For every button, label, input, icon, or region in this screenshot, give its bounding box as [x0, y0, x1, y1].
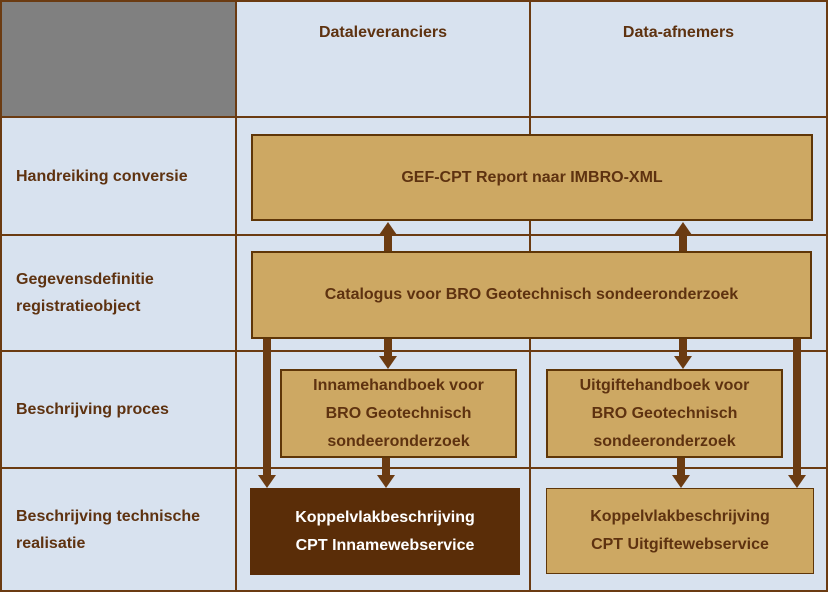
- arrow-down-long-catalogus-to-koppelvlak-uitgifte: [788, 339, 806, 488]
- row-label-line: realisatie: [16, 534, 86, 552]
- box-label-line: sondeeronderzoek: [327, 432, 470, 450]
- row-label-line: registratieobject: [16, 298, 141, 315]
- box-label-line: Koppelvlakbeschrijving: [590, 508, 770, 525]
- grid-line-vertical-1: [235, 2, 237, 590]
- arrow-up-catalogus-to-gef-left: [379, 222, 397, 251]
- arrow-down-catalogus-to-innamehandboek: [379, 339, 397, 369]
- arrow-head-icon: [258, 475, 276, 488]
- arrow-shaft: [679, 235, 687, 251]
- box-label-line: Innamehandboek voor: [313, 376, 484, 394]
- arrow-up-catalogus-to-gef-right: [674, 222, 692, 251]
- arrow-head-icon: [379, 356, 397, 369]
- row-label-line: Handreiking conversie: [16, 167, 188, 185]
- grid-line-horizontal-2: [2, 234, 826, 236]
- corner-cell: [2, 2, 236, 117]
- box-catalogus-bro-geotechnisch-sondeeronderzoek: Catalogus voor BRO Geotechnisch sondeero…: [251, 251, 812, 339]
- box-label-line: GEF-CPT Report naar IMBRO-XML: [401, 168, 663, 186]
- box-gef-cpt-report-naar-imbro-xml: GEF-CPT Report naar IMBRO-XML: [251, 134, 813, 221]
- arrow-head-icon: [674, 222, 692, 235]
- box-label-line: Koppelvlakbeschrijving: [295, 508, 475, 526]
- arrow-shaft: [677, 458, 685, 475]
- row-label-gegevensdefinitie-registratieobject: Gegevensdefinitie registratieobject: [2, 236, 235, 350]
- row-label-line: Beschrijving technische: [16, 507, 201, 525]
- row-label-line: Gegevensdefinitie: [16, 271, 154, 288]
- box-koppelvlakbeschrijving-cpt-uitgiftewebservice: Koppelvlakbeschrijving CPT Uitgiftewebse…: [546, 488, 814, 574]
- box-label-line: Uitgiftehandboek voor: [579, 376, 750, 394]
- row-label-beschrijving-technische-realisatie: Beschrijving technische realisatie: [2, 469, 235, 590]
- arrow-head-icon: [377, 475, 395, 488]
- box-label-line: CPT Uitgiftewebservice: [591, 536, 769, 553]
- arrow-shaft: [263, 339, 271, 475]
- column-header-dataleveranciers: Dataleveranciers: [237, 2, 529, 42]
- box-label-line: sondeeronderzoek: [593, 432, 736, 450]
- arrow-head-icon: [674, 356, 692, 369]
- grid-line-horizontal-1: [2, 116, 826, 118]
- row-label-handreiking-conversie: Handreiking conversie: [2, 118, 235, 234]
- arrow-down-long-catalogus-to-koppelvlak-inname: [258, 339, 276, 488]
- box-label-line: BRO Geotechnisch: [591, 404, 738, 422]
- arrow-shaft: [384, 339, 392, 356]
- arrow-shaft: [679, 339, 687, 356]
- row-label-line: Beschrijving proces: [16, 401, 169, 418]
- box-label-line: CPT Innamewebservice: [295, 536, 475, 554]
- arrow-down-uitgiftehandboek-to-koppelvlak: [672, 458, 690, 488]
- arrow-shaft: [382, 458, 390, 475]
- arrow-head-icon: [788, 475, 806, 488]
- arrow-head-icon: [672, 475, 690, 488]
- box-label-line: Catalogus voor BRO Geotechnisch sondeero…: [324, 286, 739, 303]
- arrow-down-innamehandboek-to-koppelvlak: [377, 458, 395, 488]
- grid-line-horizontal-4: [2, 467, 826, 469]
- box-uitgiftehandboek: Uitgiftehandboek voor BRO Geotechnisch s…: [546, 369, 783, 458]
- arrow-down-catalogus-to-uitgiftehandboek: [674, 339, 692, 369]
- arrow-shaft: [384, 235, 392, 251]
- column-header-data-afnemers: Data-afnemers: [531, 2, 826, 42]
- box-innamehandboek: Innamehandboek voor BRO Geotechnisch son…: [280, 369, 517, 458]
- grid-line-horizontal-3: [2, 350, 826, 352]
- arrow-head-icon: [379, 222, 397, 235]
- box-label-line: BRO Geotechnisch: [325, 404, 472, 422]
- box-koppelvlakbeschrijving-cpt-innamewebservice: Koppelvlakbeschrijving CPT Innamewebserv…: [250, 488, 520, 575]
- column-header-label: Dataleveranciers: [318, 24, 448, 41]
- arrow-shaft: [793, 339, 801, 475]
- row-label-beschrijving-proces: Beschrijving proces: [2, 352, 235, 467]
- column-header-label: Data-afnemers: [622, 24, 735, 41]
